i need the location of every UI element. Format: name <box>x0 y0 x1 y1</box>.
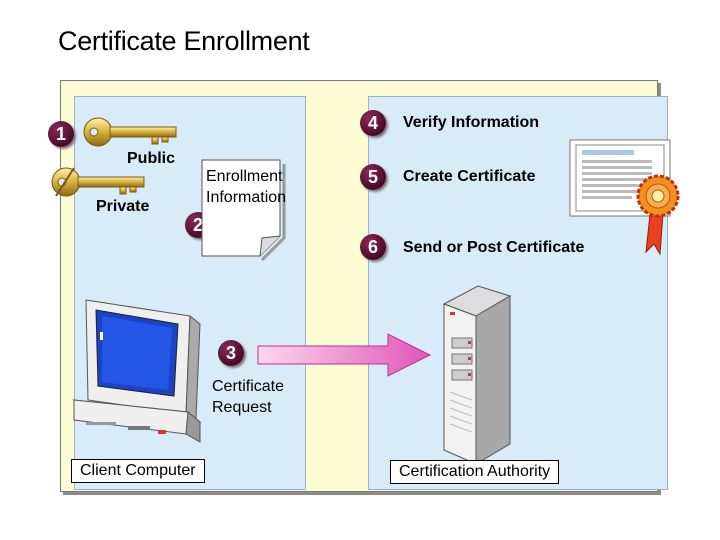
step-3-badge: 3 <box>218 340 244 366</box>
enrollment-info-line2: Information <box>206 189 286 207</box>
public-label: Public <box>127 150 175 168</box>
server-icon <box>436 280 516 470</box>
request-arrow-icon <box>258 332 438 378</box>
create-label: Create Certificate <box>403 168 536 186</box>
step-4-badge: 4 <box>360 110 386 136</box>
request-line1: Certificate <box>212 378 284 396</box>
enrollment-info-line1: Enrollment <box>206 168 282 186</box>
private-key-icon <box>50 162 150 202</box>
step-1-badge: 1 <box>48 121 74 147</box>
private-label: Private <box>96 198 149 216</box>
step-6-badge: 6 <box>360 234 386 260</box>
request-line2: Request <box>212 399 272 417</box>
page-title: Certificate Enrollment <box>58 26 310 57</box>
computer-icon <box>68 294 208 454</box>
client-computer-label: Client Computer <box>71 459 205 483</box>
step-5-badge: 5 <box>360 164 386 190</box>
send-label: Send or Post Certificate <box>403 239 584 257</box>
certificate-icon <box>570 140 670 260</box>
public-key-icon <box>82 112 182 152</box>
certification-authority-label: Certification Authority <box>390 460 559 484</box>
verify-label: Verify Information <box>403 114 539 132</box>
